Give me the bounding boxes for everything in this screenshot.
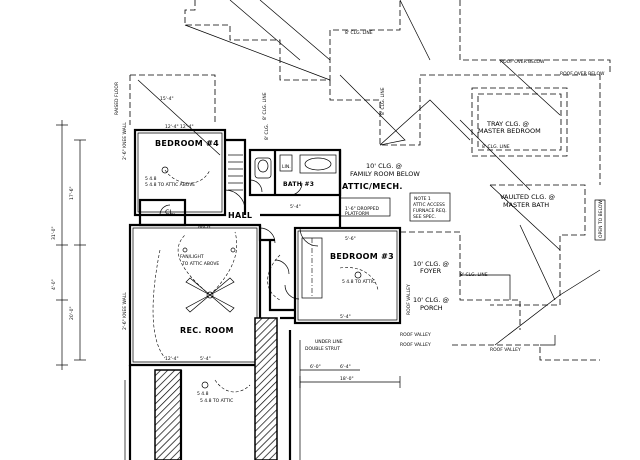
left-roof-lines: 15'-4" 12'-4" — [129, 74, 221, 156]
foyer-clg-note-1: 10' CLG. @ — [413, 260, 449, 268]
roof-outline — [184, 0, 611, 191]
svg-text:LIN.: LIN. — [282, 164, 291, 170]
vaulted-ceiling-outline: VAULTED CLG. @ MASTER BATH OPEN TO BELOW — [489, 184, 606, 306]
svg-text:18'-0": 18'-0" — [340, 376, 354, 382]
svg-text:8' CLG.: 8' CLG. — [264, 124, 270, 140]
foyer-clg-note-2: FOYER — [420, 267, 442, 275]
svg-text:RAISED FLOOR: RAISED FLOOR — [114, 82, 120, 115]
family-room-clg-note-1: 10' CLG. @ — [366, 162, 402, 170]
attic-label: ATTIC/MECH. — [342, 182, 403, 191]
svg-text:5'-6": 5'-6" — [345, 236, 356, 242]
bedroom-4-label: BEDROOM #4 — [155, 139, 219, 148]
door-swings — [159, 179, 319, 300]
svg-text:ROOF OVER BELOW: ROOF OVER BELOW — [560, 71, 605, 77]
svg-text:5 4.8 TO ATTIC: 5 4.8 TO ATTIC — [200, 398, 233, 404]
svg-text:5'-4": 5'-4" — [290, 204, 301, 210]
rec-room-label: REC. ROOM — [180, 326, 234, 335]
svg-text:ROOF VALLEY: ROOF VALLEY — [400, 332, 431, 338]
svg-text:15'-4": 15'-4" — [160, 96, 174, 102]
stairs — [228, 154, 243, 191]
svg-text:DOUBLE STRUT: DOUBLE STRUT — [305, 346, 340, 352]
svg-text:17'-6": 17'-6" — [69, 186, 75, 200]
misc-dimension-labels: 12'-4" 5'-4" 5'-6" 5'-4" ARCH 1'-6" DROP… — [180, 124, 412, 320]
svg-text:6'-4": 6'-4" — [340, 364, 351, 370]
bath-label: BATH #3 — [283, 181, 314, 188]
svg-text:12'-4": 12'-4" — [165, 124, 179, 130]
svg-text:ROOF VALLEY: ROOF VALLEY — [406, 284, 412, 315]
svg-text:FURNACE REQ.: FURNACE REQ. — [413, 208, 447, 214]
svg-text:4'-0": 4'-0" — [51, 279, 57, 290]
ceiling-fan-icon — [185, 277, 235, 313]
svg-text:5 4.8: 5 4.8 — [197, 391, 209, 397]
svg-text:6'-0": 6'-0" — [310, 364, 321, 370]
svg-text:OPEN TO BELOW: OPEN TO BELOW — [598, 200, 604, 238]
room-labels: BEDROOM #4 BEDROOM #3 REC. ROOM HALL BAT… — [155, 139, 420, 335]
bath-fixtures: LIN. — [254, 154, 337, 179]
electrical-wiring: FAN/LIGHT TO ATTIC ABOVE 5 4.8 5 4.8 TO … — [145, 166, 379, 404]
roof-dimensions: 8' CLG. LINE ROOF OVER BELOW ROOF OVER B… — [262, 30, 605, 120]
vaulted-clg-note-1: VAULTED CLG. @ — [500, 193, 555, 201]
closet-label: CL. — [165, 208, 175, 216]
svg-text:8' CLG. LINE: 8' CLG. LINE — [380, 87, 386, 115]
svg-text:UNDER LINE: UNDER LINE — [315, 339, 343, 345]
bedroom-3-label: BEDROOM #3 — [330, 252, 394, 261]
svg-text:5'-4": 5'-4" — [200, 356, 211, 362]
svg-text:5 4.8: 5 4.8 — [145, 176, 157, 182]
svg-text:NOTE 1: NOTE 1 — [414, 196, 431, 202]
foyer-porch-area: 10' CLG. @ FOYER 10' CLG. @ PORCH 8' CLG… — [400, 192, 601, 361]
svg-text:12'-4": 12'-4" — [180, 124, 194, 130]
svg-text:ROOF VALLEY: ROOF VALLEY — [490, 347, 521, 353]
porch-clg-note-2: PORCH — [420, 304, 443, 312]
hall-label: HALL — [228, 211, 252, 220]
svg-text:2'-6" KNEE WALL: 2'-6" KNEE WALL — [122, 292, 128, 330]
lower-structure — [124, 317, 301, 460]
tray-clg-note-1: TRAY CLG. @ — [486, 120, 530, 128]
svg-text:ROOF VALLEY: ROOF VALLEY — [400, 342, 431, 348]
svg-text:1'-6" DROPPED: 1'-6" DROPPED — [345, 206, 379, 212]
svg-text:8' CLG. LINE: 8' CLG. LINE — [262, 92, 268, 120]
svg-text:31'-0": 31'-0" — [51, 226, 57, 240]
svg-text:5 4.8 TO ATTIC: 5 4.8 TO ATTIC — [342, 279, 375, 285]
svg-text:5'-4": 5'-4" — [340, 314, 351, 320]
bottom-dimensions: 18'-0" 6'-0" 6'-4" UNDER LINE DOUBLE STR… — [160, 339, 431, 388]
left-dimensions: 31'-0" 17'-6" 20'-0" 4'-0" RAISED FLOOR … — [51, 82, 128, 370]
svg-text:ROOF OVER BELOW: ROOF OVER BELOW — [500, 59, 545, 65]
svg-text:PLATFORM: PLATFORM — [345, 211, 369, 217]
svg-text:8' CLG. LINE: 8' CLG. LINE — [482, 144, 510, 150]
svg-text:ATTIC ACCESS: ATTIC ACCESS — [413, 202, 445, 208]
svg-text:5 4.8 TO ATTIC ABOVE: 5 4.8 TO ATTIC ABOVE — [145, 182, 195, 188]
svg-text:12'-4": 12'-4" — [165, 356, 179, 362]
svg-text:ARCH: ARCH — [198, 224, 211, 230]
closets — [301, 197, 391, 299]
svg-text:2'-6" KNEE WALL: 2'-6" KNEE WALL — [122, 122, 128, 160]
svg-text:FAN/LIGHT: FAN/LIGHT — [180, 254, 204, 260]
svg-text:8' CLG. LINE: 8' CLG. LINE — [345, 30, 373, 36]
family-room-clg-note-2: FAMILY ROOM BELOW — [350, 170, 420, 178]
vaulted-clg-note-2: MASTER BATH — [503, 201, 549, 209]
svg-text:TO ATTIC ABOVE: TO ATTIC ABOVE — [181, 261, 219, 267]
tray-clg-note-2: MASTER BEDROOM — [478, 127, 541, 135]
svg-text:8' CLG. LINE: 8' CLG. LINE — [460, 272, 488, 278]
porch-clg-note-1: 10' CLG. @ — [413, 296, 449, 304]
svg-text:20'-0": 20'-0" — [69, 306, 75, 320]
tray-ceiling-outline: TRAY CLG. @ MASTER BEDROOM 8' CLG. LINE — [471, 87, 568, 157]
svg-text:SEE SPEC.: SEE SPEC. — [413, 214, 436, 220]
